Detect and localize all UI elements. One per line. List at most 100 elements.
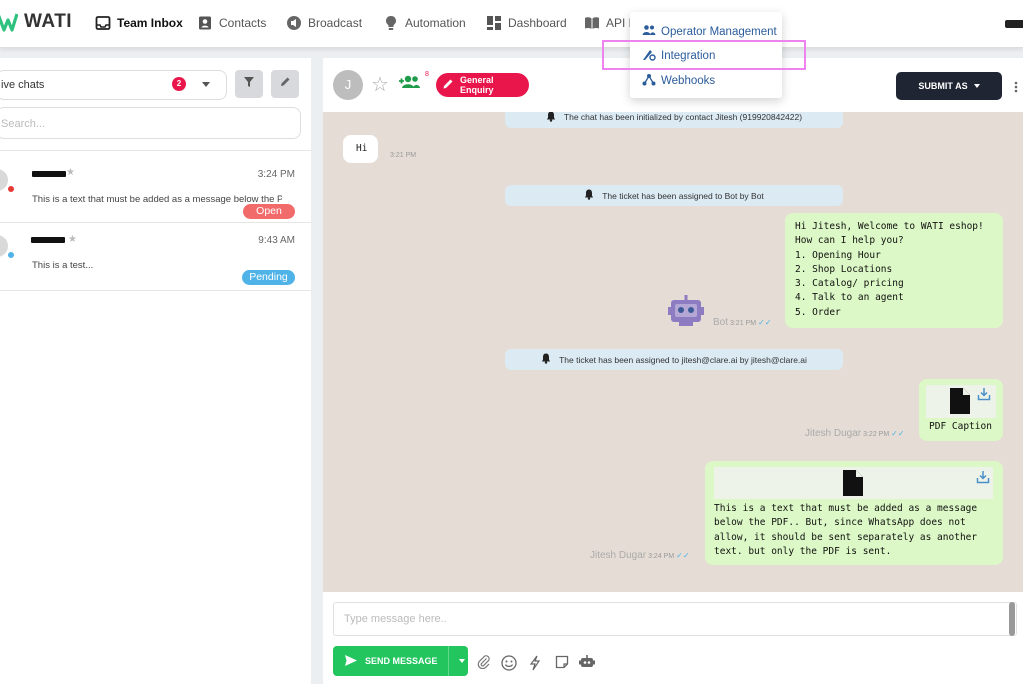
download-icon[interactable] <box>976 470 990 487</box>
message-line: 3. Catalog/ pricing <box>795 278 904 290</box>
nav-api-docs-label: API D <box>606 16 638 30</box>
chevron-down-icon <box>202 82 210 87</box>
tag-button[interactable]: General Enquiry <box>436 73 529 97</box>
document-preview[interactable] <box>714 467 993 499</box>
chat-list-panel: ive chats 2 Search... ★ 3:24 PM This is … <box>0 58 311 684</box>
chat-filter-select[interactable]: ive chats 2 <box>0 70 227 100</box>
bell-icon <box>546 112 564 124</box>
message-input-wrapper <box>333 602 1017 636</box>
status-badge: Pending <box>242 270 295 285</box>
nav-automation[interactable]: Automation <box>383 13 466 33</box>
message-time: 3:22 PM <box>863 431 890 438</box>
message-composer: SEND MESSAGE <box>323 592 1023 684</box>
download-icon[interactable] <box>977 387 991 404</box>
chat-preview: This is a text that must be added as a m… <box>32 194 282 205</box>
read-ticks-icon: ✓✓ <box>891 429 905 438</box>
users-icon <box>642 24 661 39</box>
unread-count-badge: 2 <box>172 77 186 91</box>
webhook-icon <box>642 73 661 89</box>
system-message-text: The chat has been initialized by contact… <box>563 112 803 122</box>
chat-list-item[interactable]: ★ 3:24 PM This is a text that must be ad… <box>0 152 311 220</box>
message-line: text. but only the PDF is sent. <box>714 545 892 557</box>
message-line: 4. Talk to an agent <box>795 292 904 304</box>
message-meta: Jitesh Dugar 3:24 PM ✓✓ <box>590 550 690 561</box>
dashboard-icon <box>486 15 502 31</box>
nav-broadcast-label: Broadcast <box>308 16 363 30</box>
filter-button[interactable] <box>235 70 263 98</box>
message-line: Hi Jitesh, Welcome to WATI eshop! <box>795 221 984 232</box>
message-line: 2. Shop Locations <box>795 263 893 275</box>
menu-item-webhooks[interactable]: Webhooks <box>642 73 715 89</box>
message-time: 3:21 PM <box>390 152 417 159</box>
pencil-icon <box>279 75 291 93</box>
chevron-down-icon[interactable] <box>458 659 465 663</box>
nav-automation-label: Automation <box>405 16 466 30</box>
bell-icon <box>584 189 602 202</box>
chat-preview: This is a test... <box>32 260 94 271</box>
wati-logo[interactable]: WATI <box>0 8 72 36</box>
pdf-text-message: This is a text that must be added as a m… <box>705 461 1003 565</box>
chat-filter-label: ive chats <box>1 79 45 91</box>
message-line: How can I help you? <box>795 235 904 247</box>
document-preview[interactable] <box>926 385 996 418</box>
message-line: below the PDF.. But, since WhatsApp does… <box>714 517 966 529</box>
scrollbar[interactable] <box>1009 602 1015 636</box>
nav-team-inbox[interactable]: Team Inbox <box>95 13 183 33</box>
read-ticks-icon: ✓✓ <box>676 551 690 560</box>
document-icon <box>950 388 970 417</box>
pencil-icon <box>442 78 460 92</box>
bot-icon[interactable] <box>579 655 595 674</box>
menu-item-operator-management[interactable]: Operator Management <box>642 24 777 39</box>
nav-contacts[interactable]: Contacts <box>197 13 266 33</box>
nav-dashboard-label: Dashboard <box>508 16 567 30</box>
menu-item-integration[interactable]: Integration <box>642 48 715 64</box>
attachment-icon[interactable] <box>477 655 491 674</box>
system-message: The ticket has been assigned to Bot by B… <box>505 185 843 206</box>
contact-avatar[interactable]: J <box>333 70 363 100</box>
quick-reply-icon[interactable] <box>529 655 541 676</box>
nav-contacts-label: Contacts <box>219 16 267 30</box>
star-icon[interactable]: ★ <box>68 234 77 245</box>
chat-list-item[interactable]: ★ 9:43 AM This is a test... Pending <box>0 224 311 292</box>
note-icon[interactable] <box>555 655 569 674</box>
divider <box>447 646 449 676</box>
chat-search-field[interactable]: Search... <box>0 107 301 139</box>
star-icon[interactable]: ☆ <box>371 74 389 96</box>
message-time: 3:24 PM <box>648 553 675 560</box>
message-line: allow, it should be sent separately as a… <box>714 531 978 543</box>
divider <box>0 290 311 291</box>
contact-name-redacted <box>32 171 66 177</box>
send-message-button[interactable]: SEND MESSAGE <box>333 646 468 676</box>
emoji-icon[interactable] <box>501 655 517 676</box>
nav-dashboard[interactable]: Dashboard <box>486 13 567 33</box>
integration-icon <box>642 48 661 64</box>
wati-logo-icon <box>0 8 18 36</box>
new-chat-button[interactable] <box>271 70 299 98</box>
avatar <box>0 169 8 191</box>
star-icon[interactable]: ★ <box>66 167 75 178</box>
bell-icon <box>541 353 559 366</box>
bot-reply-message: Hi Jitesh, Welcome to WATI eshop! How ca… <box>785 213 1003 328</box>
message-line: This is a text that must be added as a m… <box>714 503 978 514</box>
user-avatar-redacted[interactable] <box>1005 20 1023 28</box>
submit-as-button[interactable]: SUBMIT AS <box>896 72 1002 100</box>
status-badge: Open <box>243 204 295 219</box>
filter-icon <box>243 75 255 93</box>
assign-people-icon[interactable] <box>399 74 423 95</box>
nav-api-docs[interactable]: API D <box>584 13 637 33</box>
divider <box>0 222 311 223</box>
menu-item-label: Integration <box>661 50 716 62</box>
chat-time: 3:24 PM <box>257 169 295 180</box>
more-options-icon[interactable] <box>1014 80 1018 98</box>
send-icon <box>345 654 365 668</box>
menu-item-label: Webhooks <box>661 75 716 87</box>
message-input[interactable] <box>334 603 1016 635</box>
pdf-message: PDF Caption <box>919 379 1003 441</box>
system-message: The ticket has been assigned to jitesh@c… <box>505 349 843 370</box>
people-count: 8 <box>425 71 429 78</box>
nav-broadcast[interactable]: Broadcast <box>286 13 362 33</box>
lightbulb-icon <box>383 15 399 31</box>
status-dot <box>8 186 14 192</box>
system-message-text: The ticket has been assigned to jitesh@c… <box>559 354 807 365</box>
message-thread[interactable]: The chat has been initialized by contact… <box>323 112 1023 592</box>
